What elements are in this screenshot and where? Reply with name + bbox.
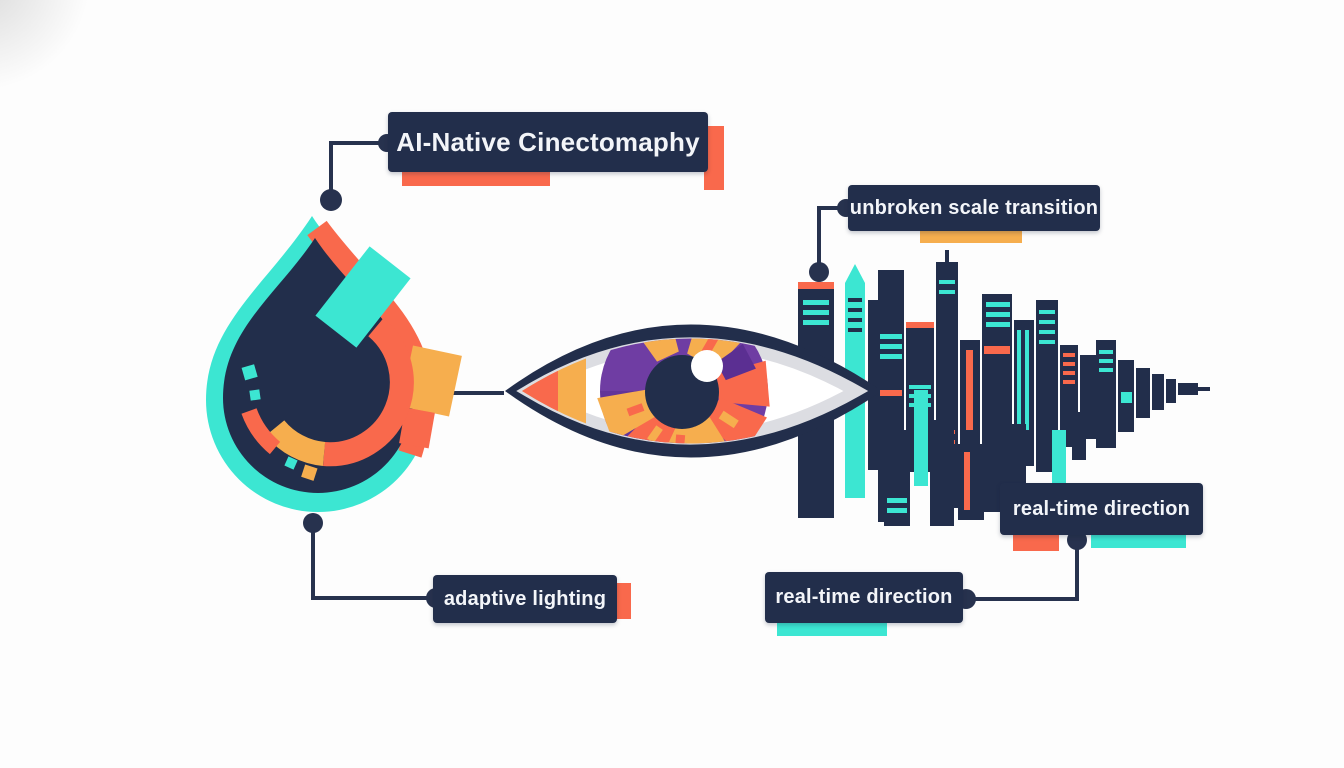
- unbroken-accent: [920, 229, 1022, 243]
- drop-coral-accent: [399, 407, 435, 449]
- callout-unbroken-scale-transition: unbroken scale transition: [848, 185, 1100, 231]
- drop-amber-accent: [400, 345, 462, 417]
- city-skyline-icon: [878, 250, 1210, 526]
- realtime-upper-accent-coral: [1013, 533, 1059, 551]
- title-accent-bottom: [402, 172, 550, 186]
- drop-teal-accent: [315, 246, 411, 348]
- eye-highlight: [691, 350, 723, 382]
- callout-real-time-direction-lower: real-time direction: [765, 572, 963, 623]
- title-accent-right: [704, 126, 724, 190]
- realtime-lower-accent: [777, 621, 887, 636]
- eye-iris: [597, 338, 770, 444]
- realtime-upper-accent-teal: [1091, 533, 1186, 548]
- eye-icon: [505, 324, 882, 458]
- drop-arc-amber: [265, 420, 326, 466]
- callout-adaptive-lighting: adaptive lighting: [433, 575, 617, 623]
- drop-arc-coral: [323, 317, 414, 467]
- title-label: AI-Native Cinectomaphy: [388, 112, 708, 172]
- iris-dashes: [626, 338, 739, 444]
- callout-real-time-direction-upper: real-time direction: [1000, 483, 1203, 535]
- water-drop-icon: [206, 216, 462, 512]
- drop-dashes: [241, 364, 318, 481]
